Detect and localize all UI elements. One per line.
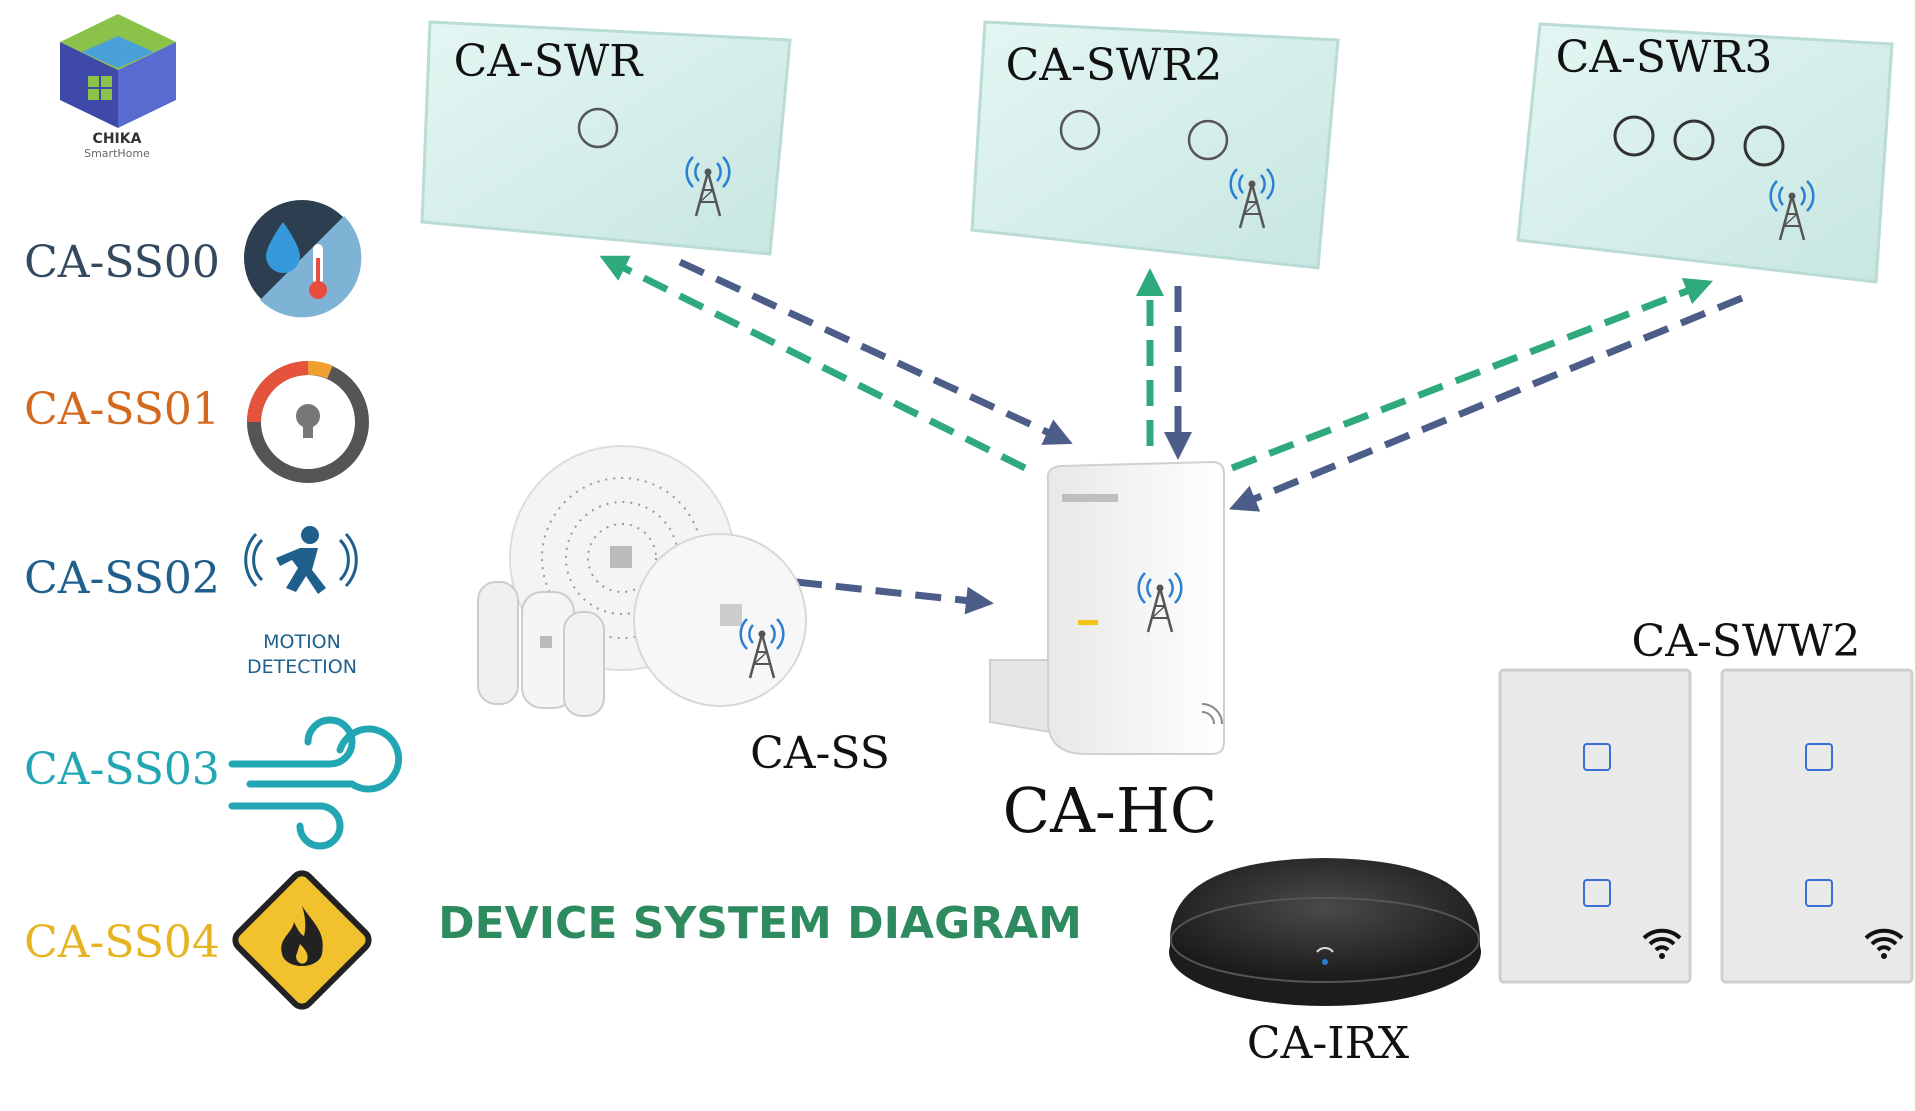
sensor-label-ss01: CA-SS01 [24,384,220,435]
door-lock-sensor-icon [247,361,369,483]
device-ss: CA-SS [477,445,890,779]
arrow-ss-to-hc [795,578,994,615]
label-irx: CA-IRX [1247,1018,1410,1069]
sensor-label-ss03: CA-SS03 [24,744,220,795]
sensor-label-ss02: CA-SS02 [24,553,220,604]
arrow-swr1-to-hc [678,258,1073,445]
diagram-title: DEVICE SYSTEM DIAGRAM [438,898,1082,949]
sensor-label-ss04: CA-SS04 [24,917,220,968]
label-swr3: CA-SWR3 [1556,32,1773,83]
label-swr2: CA-SWR2 [1006,40,1223,91]
motion-detection-icon: MOTION DETECTION [244,526,358,678]
motion-text-line1: MOTION [263,631,341,653]
arrow-swr3-to-hc [1229,294,1744,512]
device-swr3: CA-SWR3 [1516,22,1894,284]
water-temperature-icon [244,200,362,318]
connection-arrows [599,255,1744,615]
brand-logo: CHIKA SmartHome [60,14,176,160]
arrow-hc-to-swr1 [599,255,1027,472]
arrow-hc-to-swr3 [1230,278,1714,472]
label-sww2: CA-SWW2 [1632,616,1861,667]
logo-brand-text: CHIKA [93,131,142,147]
device-swr1: CA-SWR [420,20,792,256]
wind-icon [228,716,403,850]
motion-text-line2: DETECTION [247,656,357,678]
device-irx: CA-IRX [1169,858,1481,1069]
label-ss: CA-SS [750,728,890,779]
label-swr1: CA-SWR [454,36,645,87]
device-hc: CA-HC [989,460,1225,847]
sensor-label-ss00: CA-SS00 [24,237,220,288]
device-swr2: CA-SWR2 [970,20,1340,270]
fire-warning-icon [232,870,372,1010]
label-hc: CA-HC [1003,774,1218,847]
logo-sub-text: SmartHome [84,147,150,160]
device-sww2: CA-SWW2 [1498,616,1914,984]
